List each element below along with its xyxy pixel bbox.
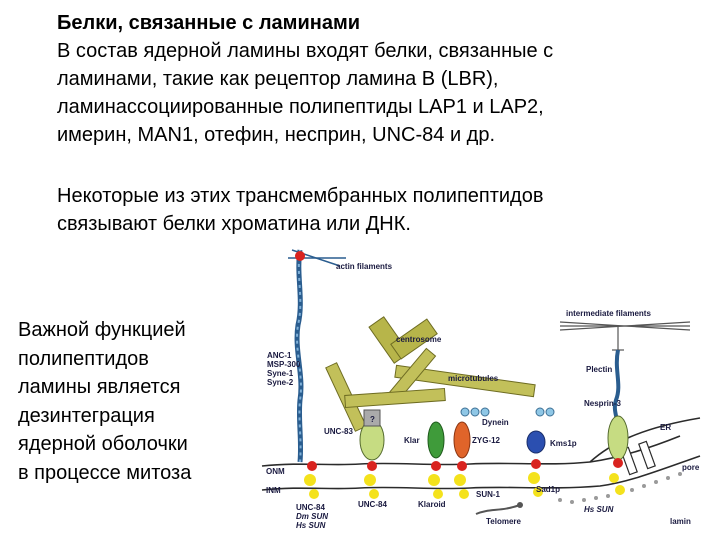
side-note-line: ядерной оболочки	[18, 433, 188, 455]
side-note-line: дезинтеграция	[18, 404, 155, 427]
label-hs-sun-right: Hs SUN	[584, 505, 614, 514]
label-kms1p: Kms1p	[550, 439, 577, 448]
label-syne2: Syne-2	[267, 378, 294, 387]
nesprin3-complex	[607, 349, 629, 495]
label-actin-filaments: actin filaments	[336, 262, 393, 271]
paragraph-intro-line: ламинами, такие как рецептор ламина В (L…	[57, 68, 499, 90]
label-lamin: lamin	[670, 517, 691, 526]
side-note-line: Важной функцией	[18, 319, 186, 341]
label-unc84-mid: UNC-84	[358, 500, 387, 509]
paragraph-intro-line: имерин, MAN1, отефин, несприн, UNC-84 и …	[57, 124, 496, 146]
label-hs-sun-left: Hs SUN	[296, 521, 326, 530]
paragraph-intro-line: ламинассоциированные полипептиды LAP1 и …	[57, 96, 544, 118]
paragraph-chromatin-line: связывают белки хроматина или ДНК.	[57, 213, 411, 235]
label-klar: Klar	[404, 436, 420, 445]
label-intermediate-filaments: intermediate filaments	[566, 309, 651, 318]
microtubules	[325, 347, 536, 432]
inner-nuclear-membrane	[261, 455, 701, 491]
label-anc1: ANC-1	[267, 351, 292, 360]
sun-kash-pairs	[304, 459, 543, 499]
paragraph-intro-line: В состав ядерной ламины входят белки, св…	[57, 40, 554, 62]
side-note: Важной функцией полипептидов ламины явля…	[18, 316, 238, 487]
paragraph-chromatin: Некоторые из этих трансмембранных полипе…	[57, 182, 677, 238]
label-inm: INM	[266, 486, 281, 495]
side-note-line: в процессе митоза	[18, 461, 192, 484]
label-klaroid: Klaroid	[418, 500, 446, 509]
paragraph-intro: В состав ядерной ламины входят белки, св…	[57, 37, 677, 149]
telomere	[475, 502, 523, 515]
slide-title: Белки, связанные с ламинами	[57, 12, 361, 34]
label-sad1p: Sad1p	[536, 485, 560, 494]
label-microtubules: microtubules	[448, 374, 499, 383]
label-onm: ONM	[266, 467, 285, 476]
label-nesprin3: Nesprin-3	[584, 399, 621, 408]
kash-proteins	[359, 409, 546, 461]
actin-filament	[288, 249, 346, 463]
label-syne1: Syne-1	[267, 369, 294, 378]
label-zyg12: ZYG-12	[472, 436, 501, 445]
centrosome	[368, 316, 438, 364]
label-question: ?	[370, 415, 375, 424]
label-plectin: Plectin	[586, 365, 612, 374]
paragraph-chromatin-line: Некоторые из этих трансмембранных полипе…	[57, 185, 544, 207]
label-dm-sun: Dm SUN	[296, 512, 328, 521]
side-note-line: ламины является	[18, 376, 181, 398]
label-dynein: Dynein	[482, 418, 509, 427]
label-pore: pore	[682, 463, 700, 472]
label-sun1: SUN-1	[476, 490, 501, 499]
label-msp300: MSP-300	[267, 360, 301, 369]
label-unc83: UNC-83	[324, 427, 353, 436]
er-membrane	[589, 417, 701, 463]
label-er: ER	[660, 423, 671, 432]
label-centrosome: centrosome	[396, 335, 442, 344]
side-note-line: полипептидов	[18, 347, 149, 370]
dynein-complex	[460, 407, 555, 417]
label-unc84-left: UNC-84	[296, 503, 325, 512]
intermediate-filament	[559, 321, 691, 351]
label-telomere: Telomere	[486, 517, 522, 526]
